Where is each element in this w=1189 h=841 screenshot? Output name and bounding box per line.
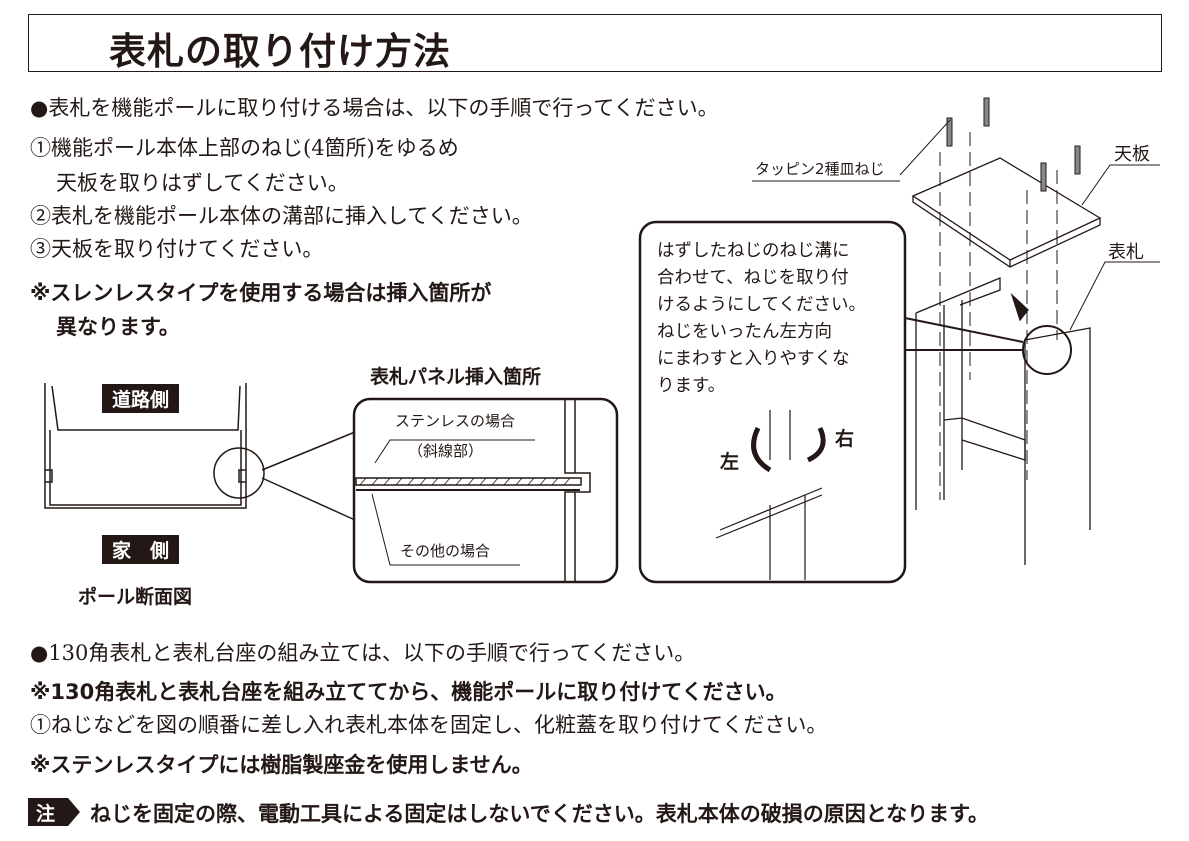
- callout-text: はずしたねじのねじ溝に 合わせて、ねじを取り付 けるようにしてください。 ねじを…: [657, 241, 866, 396]
- detail-title: 表札パネル挿入箇所: [370, 366, 542, 388]
- stainless-note-line1: ※スレンレスタイプを使用する場合は挿入箇所が: [30, 281, 492, 305]
- screw-label: タッピン2種皿ねじ: [755, 160, 885, 178]
- callout-box: [638, 220, 907, 584]
- section2-note1: ※130角表札と表札台座を組み立ててから、機能ポールに取り付けてください。: [30, 680, 787, 704]
- pole-assembly: [752, 97, 1160, 565]
- title-box: 表札の取り付け方法: [28, 14, 1162, 73]
- section1-intro: ●表札を機能ポールに取り付ける場合は、以下の手順で行ってください。: [30, 96, 719, 120]
- step2: ②表札を機能ポール本体の溝部に挿入してください。: [30, 204, 533, 228]
- hatched-label: （斜線部）: [408, 442, 484, 460]
- other-label: その他の場合: [400, 542, 491, 560]
- insertion-detail: [352, 397, 619, 584]
- section2-step1: ①ねじなどを図の順番に差し入れ表札本体を固定し、化粧蓋を取り付けてください。: [30, 713, 828, 737]
- cross-section-caption: ポール断面図: [78, 586, 193, 608]
- caution-text: ねじを固定の際、電動工具による固定はしないでください。表札本体の破損の原因となり…: [90, 802, 990, 826]
- road-side-label: 道路側: [102, 384, 180, 413]
- nameplate-label: 表札: [1108, 242, 1144, 263]
- step3: ③天板を取り付けてください。: [30, 237, 324, 261]
- page-title: 表札の取り付け方法: [109, 30, 451, 73]
- pole-cross-section: [44, 383, 356, 521]
- caution-badge: 注: [36, 803, 56, 825]
- stainless-note-line2: 異なります。: [56, 315, 180, 339]
- right-label: 右: [835, 428, 855, 450]
- house-side-label: 家 側: [102, 535, 180, 564]
- screws: [939, 97, 1081, 500]
- left-label: 左: [720, 451, 740, 473]
- stainless-label: ステンレスの場合: [395, 412, 516, 430]
- step1-line2: 天板を取りはずしてください。: [56, 171, 349, 195]
- section2-note2: ※ステンレスタイプには樹脂製座金を使用しません。: [30, 753, 533, 777]
- step1-line1: ①機能ポール本体上部のねじ(4箇所)をゆるめ: [30, 136, 459, 160]
- top-plate-label: 天板: [1114, 144, 1150, 165]
- caution-badge-icon: [28, 798, 80, 826]
- section2-intro: ●130角表札と表札台座の組み立ては、以下の手順で行ってください。: [30, 641, 696, 665]
